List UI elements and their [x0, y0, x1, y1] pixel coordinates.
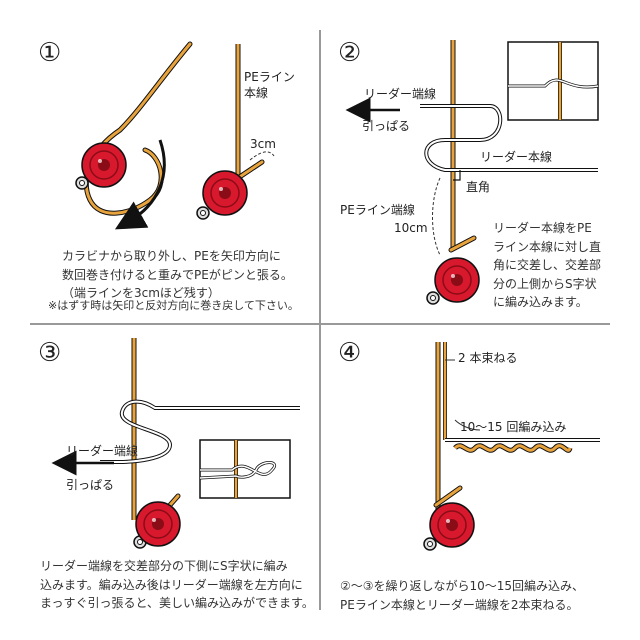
step3-number: ③: [38, 338, 62, 368]
vertical-divider: [319, 30, 321, 610]
step2-label-leader-end: リーダー端線: [364, 87, 437, 101]
pe-line-loop: [83, 41, 193, 216]
weight-icon: [429, 502, 475, 548]
step2-caption: リーダー本線をPE ライン本線に対し直 角に交差し、交差部 分の上側からS字状 …: [493, 221, 602, 310]
step2-label-right-angle: 直角: [466, 180, 491, 194]
step4-label-bundle: 2 本束ねる: [458, 351, 518, 365]
carabiner-ring-icon: [423, 537, 437, 551]
step1-number: ①: [38, 38, 62, 68]
carabiner-ring-icon: [426, 291, 440, 305]
weight-icon: [434, 257, 480, 303]
weight-icon: [81, 142, 127, 188]
step4-graphic: [423, 342, 600, 551]
step2-label-10cm: 10cm: [394, 221, 428, 235]
carabiner-ring-icon: [196, 206, 210, 220]
step1-note: ※はずす時は矢印と反対方向に巻き戻して下さい。: [48, 299, 299, 312]
step2-graphic: [345, 40, 599, 305]
horizontal-divider: [30, 323, 610, 325]
step1-graphic: [75, 41, 275, 230]
step4-number: ④: [338, 338, 362, 368]
step4-label-weave: 10～15 回編み込み: [460, 420, 567, 434]
step3-label-pull: 引っぱる: [66, 478, 115, 492]
step2-label-pull: 引っぱる: [362, 119, 411, 133]
weight-icon: [135, 501, 181, 547]
step4-caption: ②～③を繰り返しながら10～15回編み込み、 PEライン本線とリーダー端線を2本…: [340, 579, 585, 612]
step1-label-3cm: 3cm: [250, 137, 276, 151]
step2-number: ②: [338, 38, 362, 68]
step2-label-leader-main: リーダー本線: [480, 150, 553, 164]
step2-label-pe-end: PEライン端線: [340, 203, 415, 217]
step1-label-main-line: 本線: [244, 86, 269, 100]
step3-caption: リーダー端線を交差部分の下側にS字状に編み 込みます。編み込み後はリーダー端線を…: [40, 559, 314, 611]
step1-caption: カラビナから取り外し、PEを矢印方向に 数回巻き付けると重みでPEがピンと張る。…: [62, 249, 293, 301]
step3-label-leader-end: リーダー端線: [66, 444, 139, 458]
step1-label-pe-line: PEライン: [244, 70, 295, 84]
wrap-arrow-icon: [114, 139, 166, 230]
step3-graphic: [51, 338, 300, 549]
weight-icon: [202, 170, 248, 216]
